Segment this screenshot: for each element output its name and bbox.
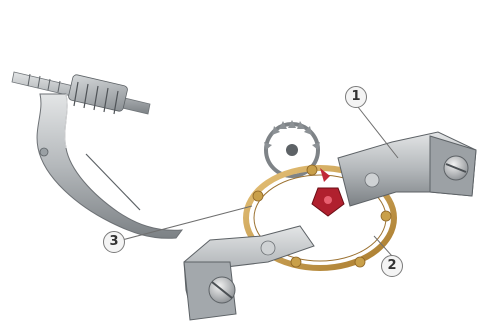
callout-3: 3 [103,231,125,253]
pallet-lever [37,94,182,238]
callout-2: 2 [381,255,403,277]
callout-1: 1 [345,86,367,108]
balance-bridge-lower [184,226,314,320]
pinion-shaft [12,72,150,114]
balance-bridge-upper [338,132,476,206]
